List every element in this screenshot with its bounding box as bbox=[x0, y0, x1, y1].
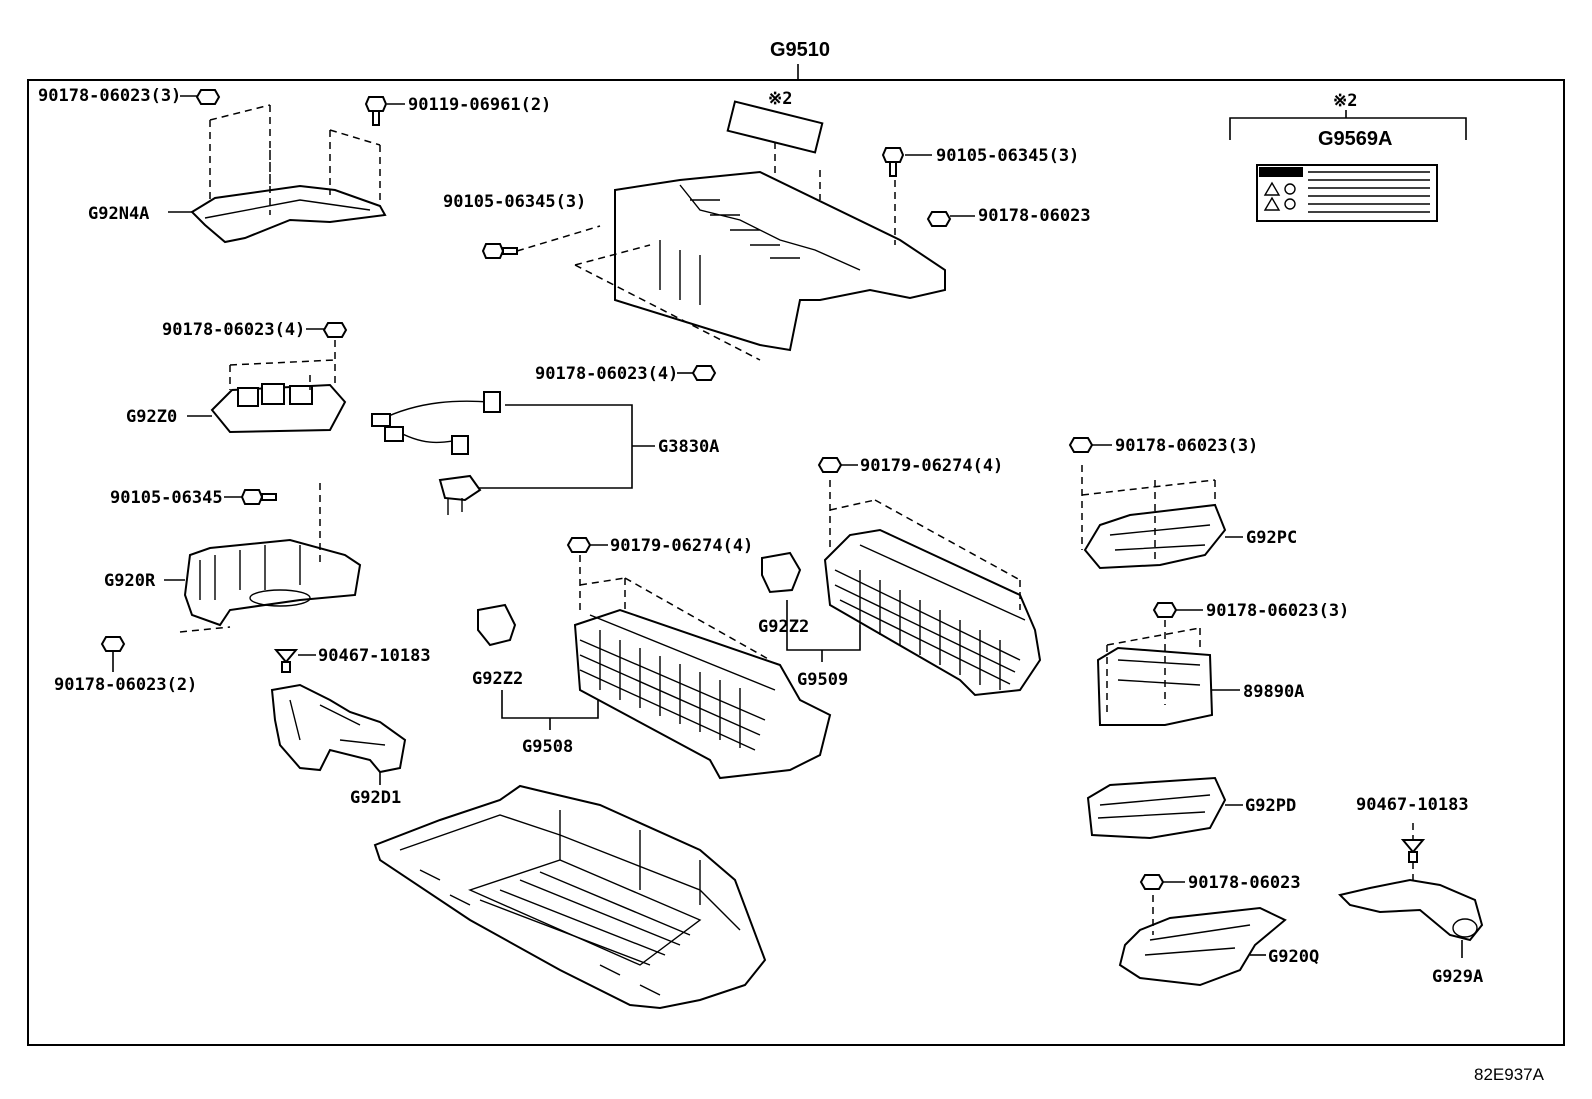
bolt-icon bbox=[240, 489, 277, 505]
part-g929a-duct bbox=[1338, 878, 1484, 942]
label-g929a: G929A bbox=[1432, 967, 1483, 987]
part-g92pc-duct bbox=[1081, 465, 1227, 570]
caution-label-part bbox=[1256, 164, 1438, 222]
part-upper-case-cover bbox=[574, 100, 946, 361]
bolt-icon bbox=[881, 147, 905, 177]
label-g920q: G920Q bbox=[1268, 947, 1319, 967]
part-g9509-module bbox=[823, 480, 1042, 697]
part-g3830a-harness bbox=[371, 391, 501, 515]
label-g92z2-a: G92Z2 bbox=[472, 669, 523, 689]
label-g920r: G920R bbox=[104, 571, 156, 591]
label-g92z2-b: G92Z2 bbox=[758, 617, 809, 637]
clip-icon bbox=[273, 649, 299, 673]
label-n10: 90467-10183 bbox=[318, 646, 431, 666]
bolt-icon bbox=[481, 243, 518, 259]
figure-code: 82E937A bbox=[1474, 1065, 1545, 1084]
assembly-frame bbox=[27, 79, 1565, 1046]
nut-icon bbox=[1139, 874, 1165, 890]
label-g9508: G9508 bbox=[522, 737, 573, 757]
label-n14: 90178-06023(3) bbox=[1206, 601, 1349, 621]
part-lower-case-tray bbox=[373, 784, 767, 1010]
nut-icon bbox=[195, 89, 221, 105]
nut-icon bbox=[100, 636, 126, 652]
assembly-label: G9510 bbox=[770, 39, 830, 61]
label-n11: 90179-06274(4) bbox=[610, 536, 753, 556]
label-g9509: G9509 bbox=[797, 670, 848, 690]
label-g92n4a: G92N4A bbox=[88, 204, 149, 224]
label-g92d1: G92D1 bbox=[350, 788, 401, 808]
nut-icon bbox=[1068, 437, 1094, 453]
part-g92n4a-cover bbox=[190, 104, 387, 244]
label-g92z0: G92Z0 bbox=[126, 407, 177, 427]
part-g92z2-a-connector bbox=[477, 603, 517, 647]
label-n1: 90178-06023(3) bbox=[38, 86, 181, 106]
label-g92pd: G92PD bbox=[1245, 796, 1296, 816]
part-g92d1-duct bbox=[270, 683, 407, 774]
nut-icon bbox=[926, 211, 952, 227]
part-g92z2-b-connector bbox=[761, 551, 802, 594]
part-g92z0-block bbox=[210, 340, 347, 434]
nut-icon bbox=[817, 457, 843, 473]
label-n2: 90119-06961(2) bbox=[408, 95, 551, 115]
nut-icon bbox=[566, 537, 592, 553]
note-mark-label: ※2 bbox=[1333, 91, 1357, 111]
label-n15: 90467-10183 bbox=[1356, 795, 1469, 815]
clip-icon bbox=[1400, 839, 1426, 863]
label-n3: 90105-06345(3) bbox=[936, 146, 1079, 166]
label-n6: 90178-06023(4) bbox=[535, 364, 678, 384]
nut-icon bbox=[691, 365, 717, 381]
bolt-icon bbox=[364, 96, 388, 126]
part-g920r-bracket bbox=[179, 483, 362, 633]
part-g92pd-duct bbox=[1086, 776, 1227, 840]
label-n12: 90179-06274(4) bbox=[860, 456, 1003, 476]
label-n8: 90105-06345 bbox=[110, 488, 223, 508]
label-n5: 90178-06023 bbox=[978, 206, 1091, 226]
label-g9569a: G9569A bbox=[1318, 128, 1393, 150]
part-g920q-duct bbox=[1118, 895, 1287, 987]
nut-icon bbox=[1152, 602, 1178, 618]
part-g9508-module bbox=[573, 555, 832, 780]
label-g92pc: G92PC bbox=[1246, 528, 1297, 548]
label-n7: 90178-06023(4) bbox=[162, 320, 305, 340]
label-n4: 90105-06345(3) bbox=[443, 192, 586, 212]
label-n9: 90178-06023(2) bbox=[54, 675, 197, 695]
label-89890a: 89890A bbox=[1243, 682, 1304, 702]
note-mark-top: ※2 bbox=[768, 89, 792, 109]
label-n16: 90178-06023 bbox=[1188, 873, 1301, 893]
nut-icon bbox=[322, 322, 348, 338]
part-89890a-ecu bbox=[1096, 620, 1214, 726]
label-n13: 90178-06023(3) bbox=[1115, 436, 1258, 456]
label-g3830a: G3830A bbox=[658, 437, 719, 457]
